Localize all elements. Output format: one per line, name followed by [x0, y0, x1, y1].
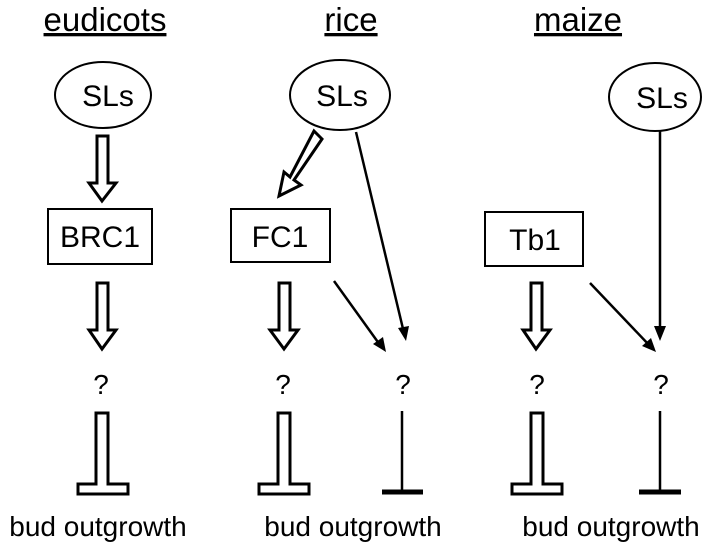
- tb1-label: Tb1: [509, 224, 561, 257]
- fc1-box: [230, 208, 331, 263]
- tb1-box: [484, 211, 584, 267]
- unknown-right-maize: ?: [653, 369, 669, 400]
- hollow-arrow-sls-to-fc1: [276, 128, 324, 199]
- sls-node-maize: [608, 62, 702, 132]
- hollow-arrow-brc1-to-unknown: [86, 281, 119, 352]
- sls-label-eudicots: SLs: [82, 80, 134, 113]
- arrowhead-sls-maize: [654, 326, 666, 341]
- outcome-rice: bud outgrowth: [264, 511, 441, 542]
- hollow-arrow-fc1-to-unknown: [267, 281, 301, 352]
- arrowhead-sls-rice: [398, 326, 409, 341]
- sls-label-maize: SLs: [636, 82, 688, 115]
- hollow-arrow-tb1-to-unknown: [520, 281, 553, 352]
- arrowhead-fc1-rice: [373, 337, 386, 352]
- hollow-arrow-sls-to-brc1: [86, 134, 120, 204]
- sls-node-eudicots: [54, 61, 152, 129]
- brc1-box: [47, 208, 153, 265]
- hollow-inhibit-eudicots: [76, 411, 130, 496]
- fc1-label: FC1: [252, 221, 309, 254]
- sls-node-rice: [289, 59, 391, 131]
- unknown-left-rice: ?: [275, 369, 291, 400]
- hollow-inhibit-maize: [510, 411, 564, 496]
- arrowhead-tb1-maize: [642, 338, 656, 352]
- thin-arrow-sls-to-unknown-rice: [354, 131, 406, 334]
- brc1-label: BRC1: [60, 221, 140, 254]
- column-title-rice: rice: [324, 1, 377, 38]
- thin-arrow-fc1-to-unknown-rice: [332, 280, 382, 346]
- unknown-right-rice: ?: [395, 369, 411, 400]
- unknown-left-maize: ?: [529, 369, 545, 400]
- hollow-inhibit-rice: [257, 411, 311, 496]
- outcome-maize: bud outgrowth: [522, 511, 699, 542]
- column-title-maize: maize: [534, 1, 622, 38]
- column-title-eudicots: eudicots: [44, 1, 167, 38]
- sls-label-rice: SLs: [316, 80, 368, 113]
- thin-arrow-tb1-to-unknown-maize: [589, 282, 651, 347]
- outcome-eudicots: bud outgrowth: [9, 511, 186, 542]
- unknown-eudicots: ?: [93, 369, 109, 400]
